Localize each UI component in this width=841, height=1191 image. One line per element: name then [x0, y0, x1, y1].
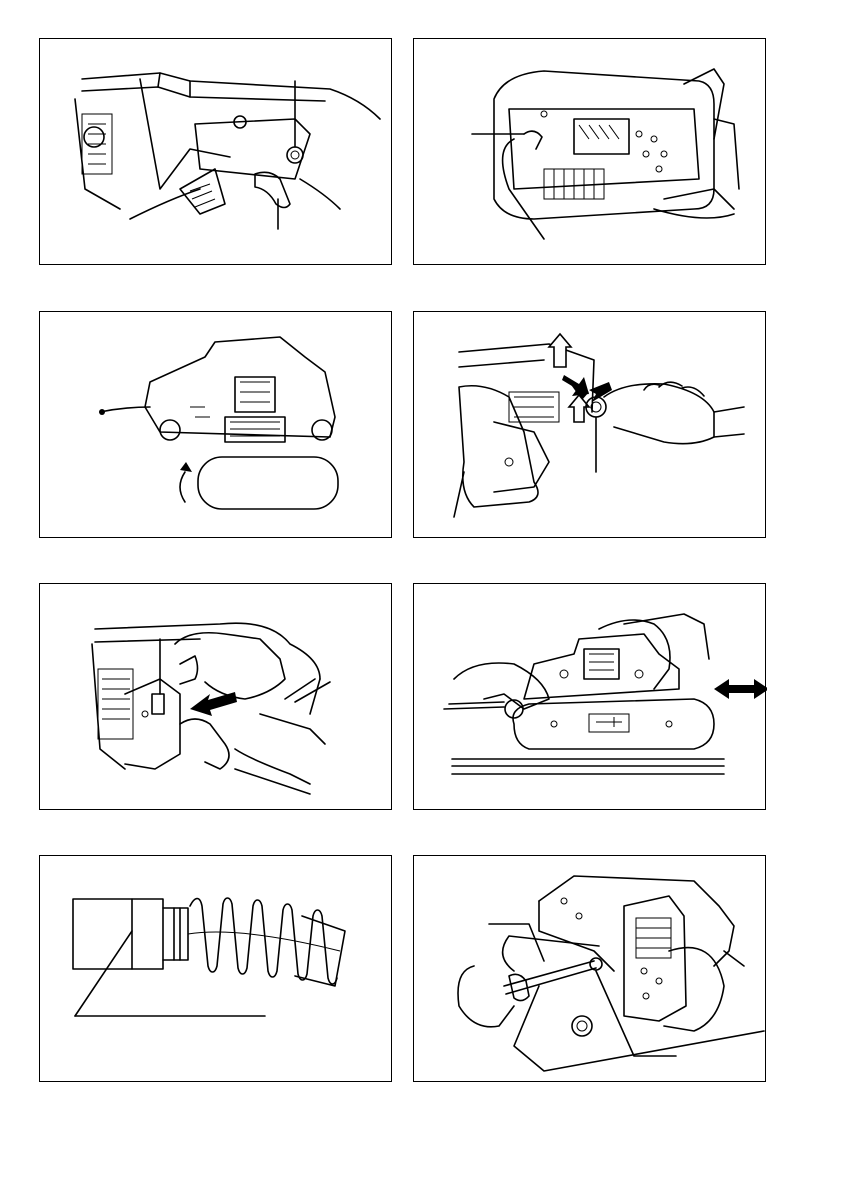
figure-4-tracking-adjustment [413, 311, 766, 538]
figure-8-illustration [414, 856, 767, 1083]
figure-1-illustration [40, 39, 393, 266]
figure-7-carbon-brush [39, 855, 392, 1082]
figure-8-brush-holder-cap [413, 855, 766, 1082]
figure-6-illustration [414, 584, 767, 811]
figure-2-illustration [414, 39, 767, 266]
figure-1-switch-trigger [39, 38, 392, 265]
figure-4-illustration [414, 312, 767, 539]
figure-3-belt-installation [39, 311, 392, 538]
figure-2-belt-lever [413, 38, 766, 265]
figure-6-sanding-operation [413, 583, 766, 810]
figure-5-illustration [40, 584, 393, 811]
figure-3-illustration [40, 312, 393, 539]
figure-5-dust-bag [39, 583, 392, 810]
figure-7-illustration [40, 856, 393, 1083]
